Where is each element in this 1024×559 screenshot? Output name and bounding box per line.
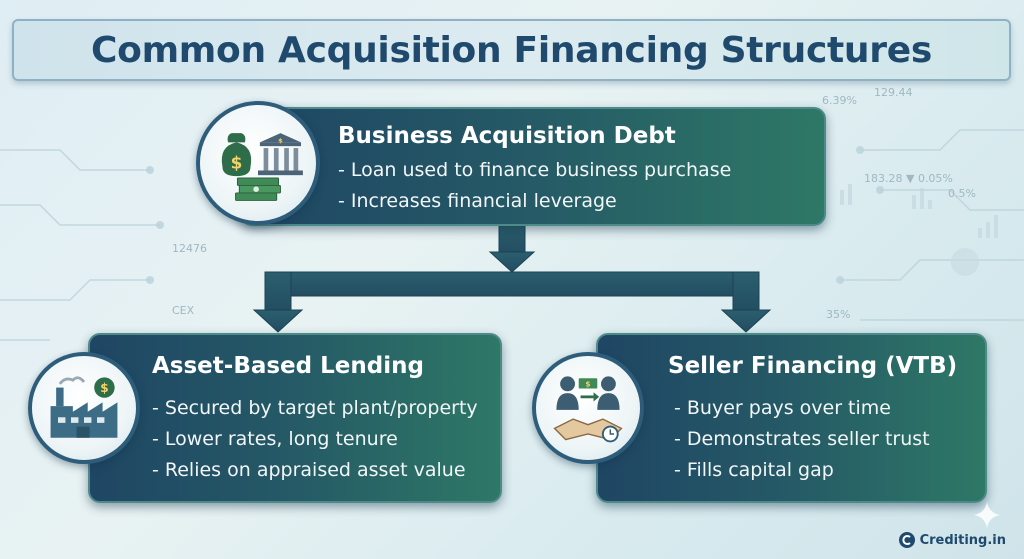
arrow-branch: [252, 271, 772, 333]
background-number: 183.28 ▼ 0.05%: [864, 172, 953, 185]
node-asset-based-lending: Asset-Based Lending - Secured by target …: [88, 333, 502, 503]
node-bullet: - Increases financial leverage: [338, 190, 617, 212]
svg-text:$: $: [585, 380, 590, 389]
background-number: 35%: [826, 308, 851, 321]
background-number: 129.44: [874, 86, 913, 99]
node-bullet: - Relies on appraised asset value: [152, 459, 466, 481]
factory-icon: $: [28, 352, 140, 464]
handshake-icon: $: [532, 352, 644, 464]
node-bullet: - Secured by target plant/property: [152, 397, 478, 419]
node-bullet: - Fills capital gap: [674, 459, 834, 481]
node-title: Asset-Based Lending: [152, 353, 424, 379]
sparkle-icon: [974, 502, 1000, 528]
node-business-acquisition-debt: Business Acquisition Debt - Loan used to…: [240, 107, 826, 226]
node-bullet: - Loan used to finance business purchase: [338, 159, 732, 181]
background-number: 6.39%: [822, 94, 857, 107]
svg-text:$: $: [278, 136, 283, 144]
node-title: Seller Financing (VTB): [668, 353, 958, 379]
node-seller-financing: Seller Financing (VTB) - Buyer pays over…: [596, 333, 987, 503]
arrow-down-trunk: [488, 223, 536, 273]
node-bullet: - Demonstrates seller trust: [674, 428, 930, 450]
node-bullet: - Lower rates, long tenure: [152, 428, 398, 450]
background-number: 0.5%: [948, 187, 976, 200]
brand-text: Crediting.in: [919, 532, 1006, 548]
svg-text:$: $: [100, 381, 108, 395]
money-bag-bank-icon: $ $: [196, 101, 320, 225]
brand-watermark: Crediting.in: [898, 531, 1006, 549]
title-banner: Common Acquisition Financing Structures: [12, 19, 1011, 81]
node-title: Business Acquisition Debt: [338, 123, 676, 149]
background-number: 12476: [172, 242, 207, 255]
svg-text:$: $: [231, 153, 243, 173]
brand-logo-icon: [898, 532, 915, 548]
page-title: Common Acquisition Financing Structures: [91, 29, 932, 71]
background-number: CEX: [172, 304, 195, 317]
node-bullet: - Buyer pays over time: [674, 397, 891, 419]
